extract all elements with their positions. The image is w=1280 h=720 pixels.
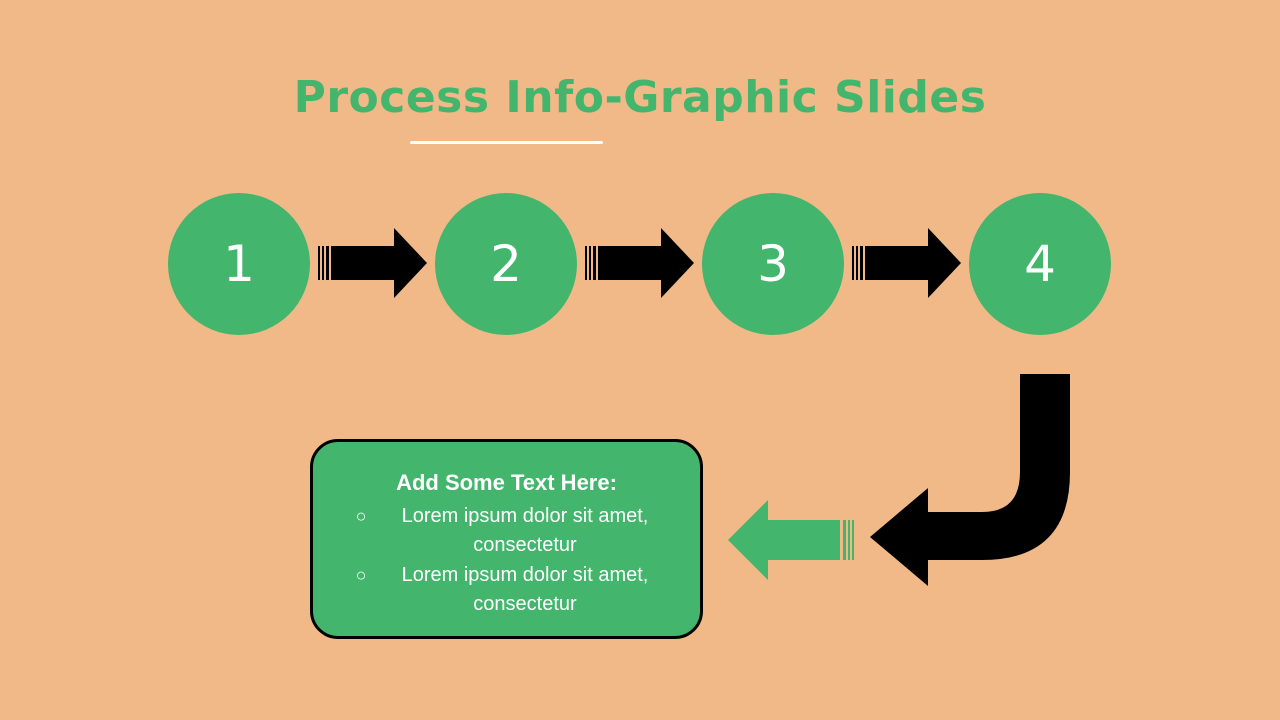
step-circle-4: 4 <box>969 193 1111 335</box>
bullet-circle-icon: ○ <box>355 506 367 526</box>
bullet-text: Lorem ipsum dolor sit amet, consectetur <box>401 564 649 615</box>
arrow-right-icon <box>852 228 961 298</box>
bullet-item: ○ Lorem ipsum dolor sit amet, consectetu… <box>353 561 683 619</box>
slide-title: Process Info-Graphic Slides <box>293 72 987 123</box>
step-label-3: 3 <box>757 235 789 293</box>
step-label-4: 4 <box>1024 235 1056 293</box>
text-box-heading: Add Some Text Here: <box>396 470 617 495</box>
bullet-text: Lorem ipsum dolor sit amet, consectetur <box>401 505 649 556</box>
bullet-item: ○ Lorem ipsum dolor sit amet, consectetu… <box>353 502 683 560</box>
step-circle-3: 3 <box>702 193 844 335</box>
text-box: Add Some Text Here: ○ Lorem ipsum dolor … <box>310 439 703 639</box>
step-label-2: 2 <box>490 235 522 293</box>
bullet-circle-icon: ○ <box>355 565 367 585</box>
step-label-1: 1 <box>223 235 255 293</box>
curved-arrow-icon <box>870 374 1070 586</box>
arrow-right-icon <box>585 228 694 298</box>
title-underline <box>410 141 603 144</box>
arrow-right-icon <box>318 228 427 298</box>
arrow-left-icon <box>728 500 854 580</box>
step-circle-1: 1 <box>168 193 310 335</box>
step-circle-2: 2 <box>435 193 577 335</box>
